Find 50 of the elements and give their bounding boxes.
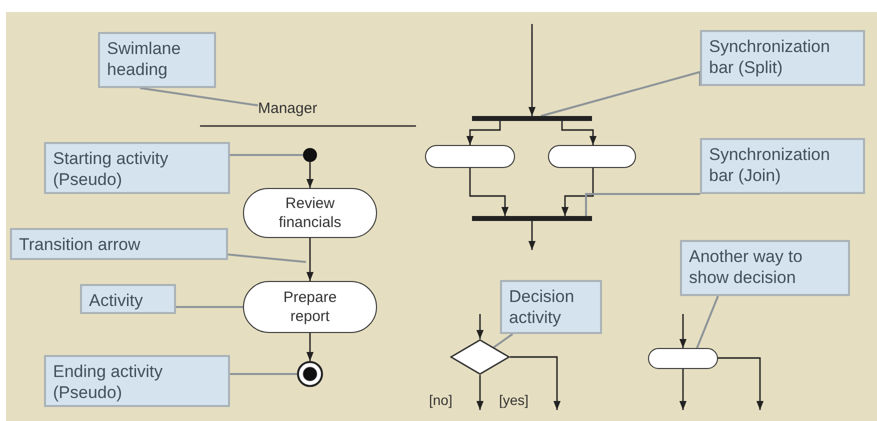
leader-line (230, 154, 303, 156)
leader-line (139, 87, 258, 106)
arrow (466, 121, 501, 145)
leader-line (228, 254, 306, 263)
callout-text: Synchronization bar (Split) (709, 36, 831, 78)
callout-text: Ending activity (Pseudo) (53, 361, 164, 403)
arrow (476, 314, 484, 339)
arrow (561, 168, 594, 216)
arrow (510, 356, 561, 410)
leader-line (230, 373, 297, 375)
arrow (476, 375, 484, 410)
callout-text: Activity (89, 290, 144, 311)
activity-label: Prepare report (282, 288, 338, 326)
arrow (306, 333, 314, 361)
callout-box (44, 355, 230, 407)
callout-text: Starting activity (Pseudo) (53, 148, 170, 190)
callout-box (44, 142, 230, 194)
callout-box (80, 284, 176, 314)
callout-text: Decision activity (509, 286, 576, 328)
arrow (679, 314, 687, 348)
sync-bar (472, 216, 592, 221)
swimlane-heading: Manager (258, 100, 318, 117)
callout-box (98, 32, 216, 88)
callout-box (700, 138, 865, 194)
callout-box (680, 240, 850, 296)
arrow (718, 357, 764, 410)
arrow (561, 121, 597, 145)
callout-text: Swimlane heading (107, 38, 182, 80)
sync-bar (472, 116, 592, 121)
leader-line (176, 306, 243, 308)
edge-label: [no] (428, 392, 454, 408)
callout-text: Another way to show decision (689, 246, 804, 288)
activity-label: Review financials (278, 194, 342, 232)
callout-box (700, 30, 865, 86)
callout-text: Synchronization bar (Join) (709, 144, 831, 186)
arrow (528, 221, 536, 250)
leader-line (696, 295, 719, 349)
callout-box (500, 280, 602, 334)
arrow (306, 238, 314, 281)
callout-box (10, 228, 228, 260)
arrow (306, 162, 314, 188)
callout-text: Transition arrow (19, 234, 142, 255)
arrow (469, 168, 509, 216)
leader-line (540, 70, 701, 117)
edge-label: [yes] (498, 392, 530, 408)
leader-line (493, 333, 514, 348)
decision-diamond (450, 339, 510, 375)
arrow (679, 369, 687, 410)
leader-line (585, 193, 700, 216)
arrow (528, 24, 536, 116)
